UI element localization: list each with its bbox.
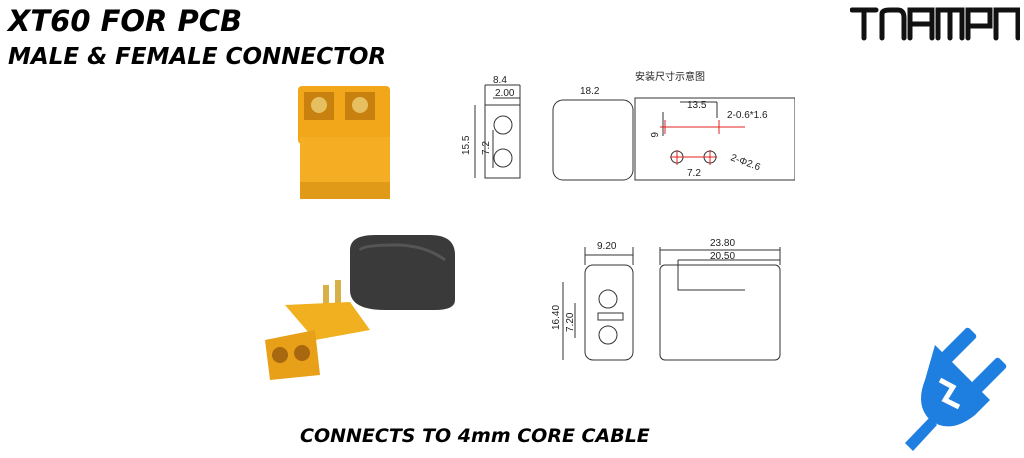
female-technical-drawing: 9.20 16.40 7.20 23.80 20.50 bbox=[551, 238, 781, 361]
dim-pitch-top: 2.00 bbox=[495, 88, 515, 99]
fp-offset: 6 bbox=[648, 132, 659, 138]
dim-length: 18.2 bbox=[580, 86, 600, 97]
dim-height: 15.5 bbox=[461, 135, 472, 155]
fp-slot: 2-0.6*1.6 bbox=[727, 110, 768, 121]
fp-hole-pitch: 7.2 bbox=[687, 168, 701, 179]
plug-icon bbox=[905, 327, 1007, 451]
trampa-logo bbox=[850, 7, 1020, 41]
dim-female-pin-pitch: 7.20 bbox=[565, 312, 576, 332]
dim-female-height: 16.40 bbox=[551, 305, 562, 330]
caption: CONNECTS TO 4mm CORE CABLE bbox=[300, 425, 650, 447]
title-line2: MALE & FEMALE CONNECTOR bbox=[8, 44, 387, 70]
dim-female-length-body: 20.50 bbox=[710, 251, 735, 262]
footprint-label: 安装尺寸示意图 bbox=[635, 70, 705, 83]
male-technical-drawing: 8.4 2.00 15.5 7.2 18.2 安装尺寸示意图 13.5 2-0.… bbox=[461, 70, 795, 181]
title-line1: XT60 FOR PCB bbox=[8, 4, 243, 38]
fp-holes: 2-Φ2.6 bbox=[729, 152, 762, 173]
dim-female-width: 9.20 bbox=[597, 241, 617, 252]
fp-span: 13.5 bbox=[687, 100, 707, 111]
female-connector-image bbox=[265, 235, 455, 380]
dim-pin-pitch: 7.2 bbox=[481, 141, 492, 155]
dim-female-length-total: 23.80 bbox=[710, 238, 735, 249]
dim-width: 8.4 bbox=[493, 75, 507, 86]
male-connector-image bbox=[298, 86, 390, 199]
